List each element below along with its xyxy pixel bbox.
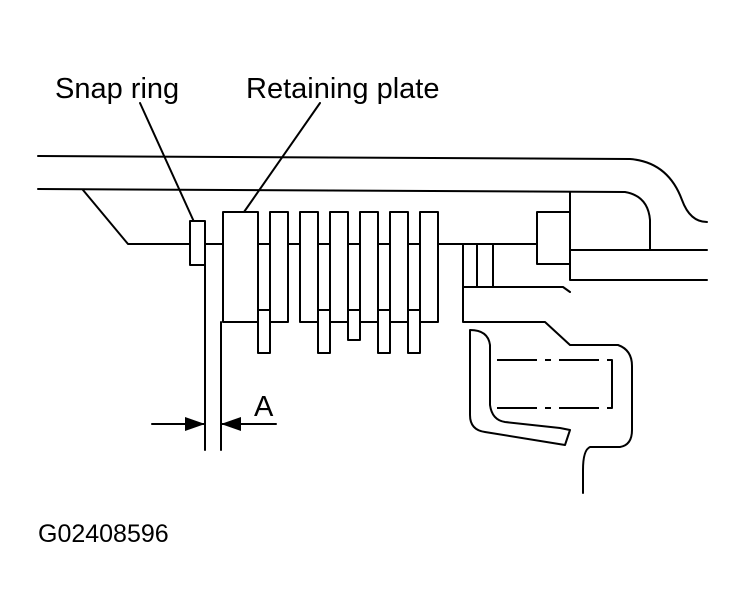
snap-ring-leader bbox=[139, 102, 196, 225]
arrow-left-icon bbox=[221, 417, 241, 431]
steel-plates bbox=[269, 211, 439, 354]
friction-disc bbox=[257, 309, 271, 354]
steel-plate bbox=[389, 211, 409, 323]
figure-code: G02408596 bbox=[38, 520, 169, 548]
retaining-plate-label: Retaining plate bbox=[246, 73, 439, 105]
piston bbox=[462, 243, 633, 494]
retaining-plate bbox=[222, 211, 259, 323]
hub-edge bbox=[82, 189, 708, 251]
friction-disc bbox=[407, 309, 421, 354]
snap-ring bbox=[189, 220, 206, 266]
steel-plate bbox=[329, 211, 349, 323]
steel-plate bbox=[359, 211, 379, 323]
outer-housing bbox=[37, 155, 708, 251]
steel-plate bbox=[299, 211, 319, 323]
friction-disc bbox=[347, 309, 361, 341]
steel-plate bbox=[269, 211, 289, 323]
steel-plate bbox=[419, 211, 439, 323]
seal-block bbox=[536, 191, 708, 281]
snap-ring-label: Snap ring bbox=[55, 73, 179, 105]
friction-disc bbox=[317, 309, 331, 354]
arrow-right-icon bbox=[185, 417, 205, 431]
friction-discs bbox=[257, 309, 391, 354]
clearance-a-label: A bbox=[254, 391, 274, 423]
return-spring bbox=[497, 359, 613, 409]
clearance-dimension bbox=[151, 264, 277, 451]
friction-disc bbox=[377, 309, 391, 354]
